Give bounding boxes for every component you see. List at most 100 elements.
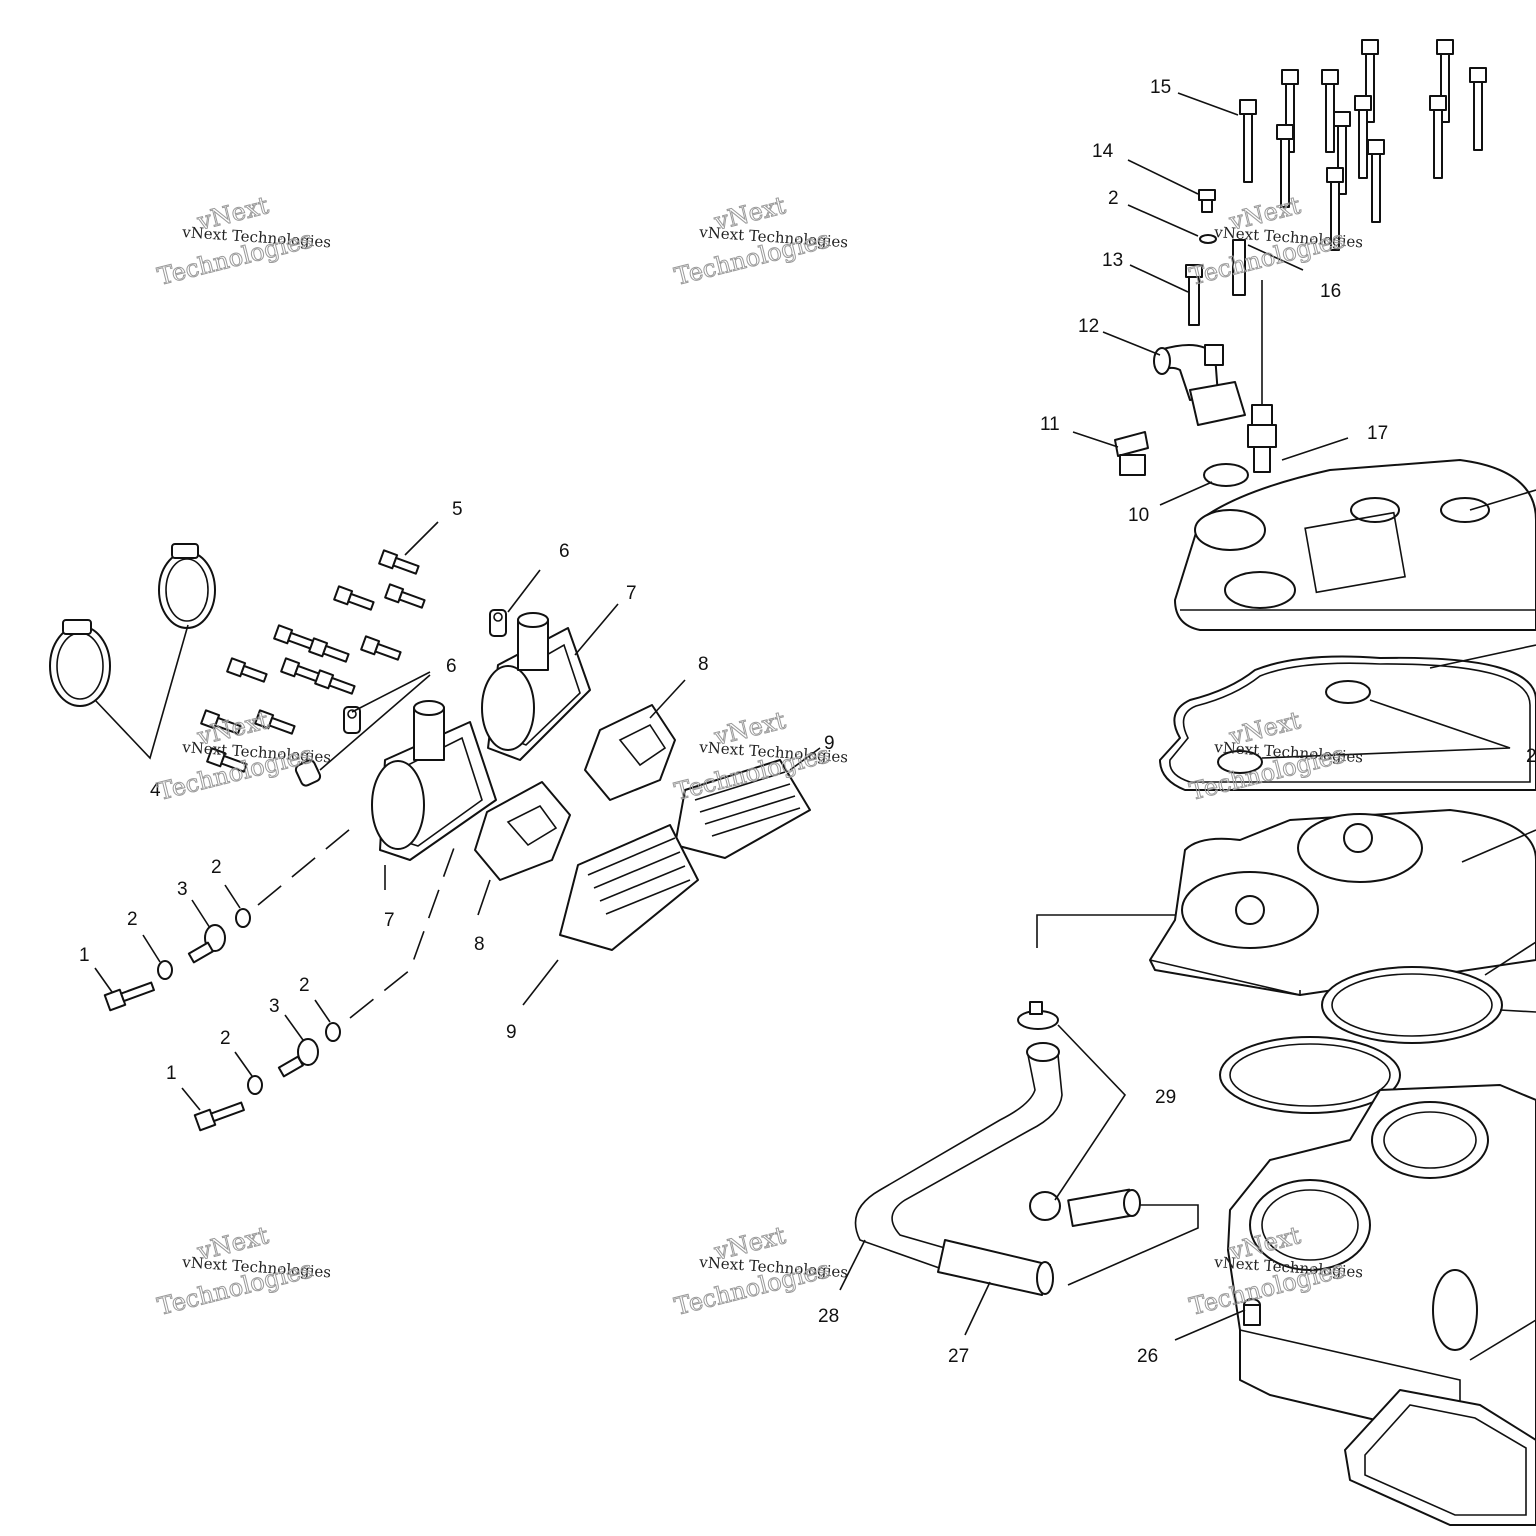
leader-27 [964,1281,991,1336]
leader-2b [224,884,241,909]
callout-10: 10 [1128,505,1149,526]
temp-sender-17 [1247,280,1277,473]
leader-gasket-lower [1499,1009,1536,1013]
callout-8-top: 8 [698,654,709,675]
leader-2a [142,934,161,963]
head-gaskets-lower [1219,1036,1401,1114]
callout-1-lower: 1 [166,1063,177,1084]
callout-2-upper-a: 2 [127,909,138,930]
thermostat-housing-12 [1153,344,1246,426]
cylinder-block [1227,1084,1536,1461]
callout-13: 13 [1102,250,1123,271]
callout-1-upper: 1 [79,945,90,966]
leader-15 [1177,92,1239,116]
head-cover-gasket [1159,655,1536,791]
leader-2d [314,999,331,1023]
leader-17 [1281,437,1349,461]
nut-14 [1198,189,1216,213]
hose-clamp-lower [49,619,111,707]
leader-2c [234,1051,253,1077]
watermark-4: vNext vNext Technologies Technologies [154,706,331,807]
leader-9a [789,747,821,771]
leader-28 [839,1239,866,1291]
reed-housing-7-lower [371,700,497,861]
leader-10 [1159,481,1213,506]
callout-2-upper-b: 2 [211,857,222,878]
callout-26: 26 [1137,1346,1158,1367]
leader-gasket-orings [1261,699,1511,759]
callout-3-upper: 3 [177,879,188,900]
leader-26 [1174,1309,1246,1341]
leader-gasket-upper [1484,941,1536,976]
leader-14 [1127,159,1199,195]
callout-4: 4 [150,780,161,801]
washer-2-top [1199,234,1217,244]
leader-8a [649,679,686,719]
callout-5: 5 [452,499,463,520]
leader-8b [477,879,491,916]
leader-6b [319,671,431,771]
callout-17: 17 [1367,423,1388,444]
callout-28: 28 [818,1306,839,1327]
head-gaskets-upper [1321,966,1503,1044]
stud-26 [1243,1298,1261,1326]
callout-14: 14 [1092,141,1114,162]
callout-29: 29 [1155,1087,1176,1108]
leader-gasket [1429,644,1536,669]
bolt-group-5 [200,549,426,773]
leader-3b [284,1014,304,1041]
leader-1a [94,967,113,993]
leader-7a [574,603,619,656]
base-gasket [1344,1389,1536,1526]
callout-12: 12 [1078,316,1099,337]
reed-valve-9-upper [674,759,811,859]
sensor-16 [1232,239,1246,296]
o-ring-10 [1203,463,1249,487]
dash-line-lower [349,844,456,1019]
callout-8-bottom: 8 [474,934,485,955]
leader-9b [522,959,559,1006]
watermark-8: vNext vNext Technologies Technologies [671,1221,848,1322]
callout-9-top: 9 [824,733,835,754]
leader-12 [1102,331,1161,356]
leader-5 [404,521,439,556]
leader-head-right [1461,829,1536,863]
callout-6-top: 6 [559,541,570,562]
leader-3a [191,899,211,929]
leader-6a [507,569,541,613]
thermostat-11 [1114,431,1149,476]
clip-6-lower [294,706,361,787]
callout-11: 11 [1040,414,1060,435]
cylinder-head [1149,809,1536,997]
leader-2e [1127,204,1199,237]
callout-2-lower-a: 2 [220,1028,231,1049]
fitting-assembly-upper [103,908,251,1012]
leader-4 [94,624,189,760]
callout-2-lower-b: 2 [299,975,310,996]
dash-line-upper [257,824,356,906]
callout-7-top: 7 [626,583,637,604]
reed-valve-9-lower [559,824,699,951]
leader-13 [1129,264,1189,293]
callout-2-gasket: 2 [1526,746,1536,767]
stud-13 [1185,264,1203,326]
water-hose-28 [854,1042,1063,1271]
reed-stuffer-8-upper [584,704,676,801]
hose-clamp-29-bottom [1029,1188,1141,1228]
hose-clamp-29-top [1017,1001,1059,1030]
callout-27: 27 [948,1346,969,1367]
hose-clamp-upper [158,543,216,629]
callout-2-head: 2 [1108,188,1119,209]
watermark-2: vNext vNext Technologies Technologies [671,191,848,292]
fitting-assembly-lower [193,1022,341,1132]
hose-sleeve-27 [937,1239,1054,1296]
head-bolts-15 [1239,39,1487,251]
callout-15: 15 [1150,77,1171,98]
leader-16 [1247,244,1304,271]
leader-29 [1054,1024,1127,1201]
clip-6-upper [489,609,507,637]
leader-head-left [1036,914,1175,948]
callout-3-lower: 3 [269,996,280,1017]
callout-9-bottom: 9 [506,1022,517,1043]
